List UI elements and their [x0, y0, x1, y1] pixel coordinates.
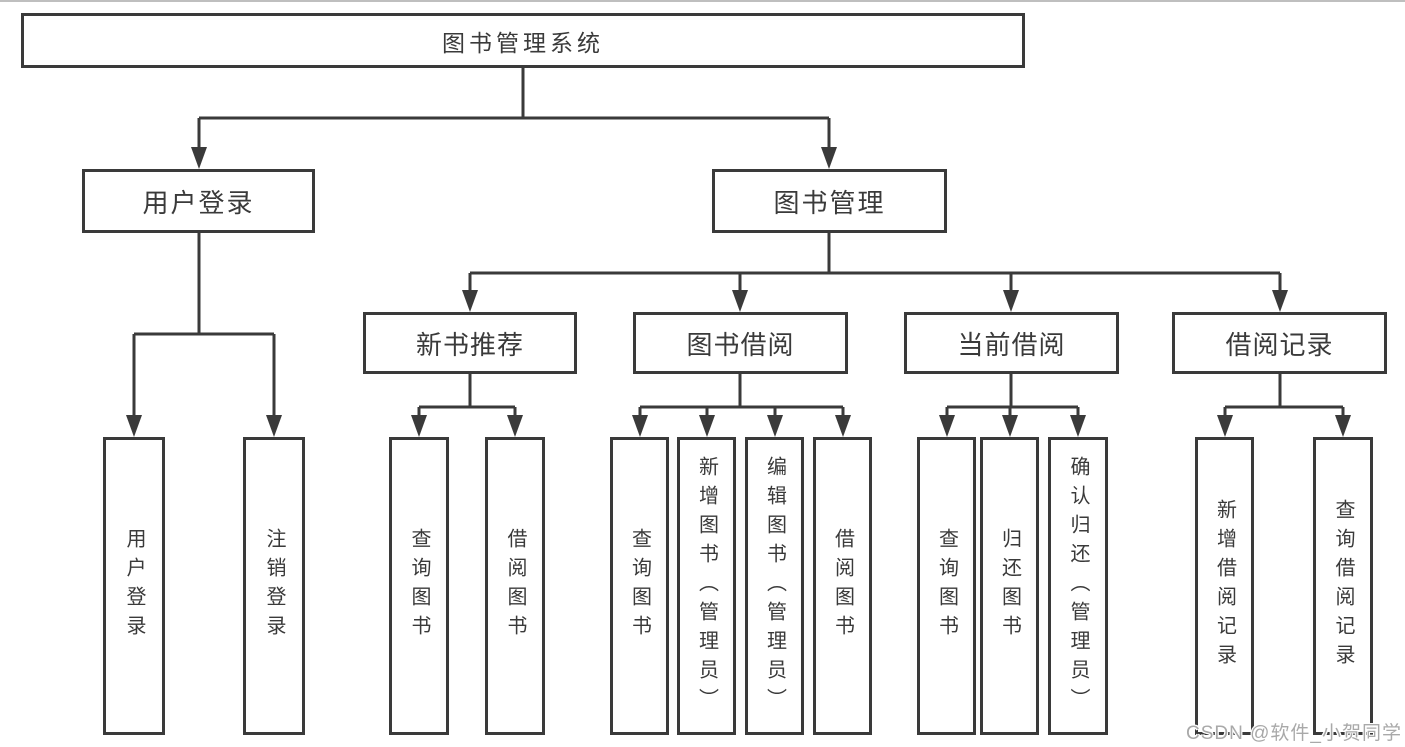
leaf-logout-login: 注销登录	[243, 437, 305, 735]
connector-new-book-to-leaves	[417, 374, 517, 421]
connector-book-management-to-level2	[468, 233, 1282, 296]
leaf-query-books-borrowing: 查询图书	[610, 437, 669, 735]
csdn-watermark: CSDN @软件_小贺同学	[1186, 723, 1402, 744]
node-book-management: 图书管理	[712, 169, 947, 233]
node-user-login: 用户登录	[82, 169, 315, 233]
connector-root-to-level1	[197, 68, 831, 152]
leaf-query-books-newbook: 查询图书	[389, 437, 449, 735]
node-library-management-system: 图书管理系统	[21, 13, 1025, 68]
leaf-add-books-admin: 新增图书（管理员）	[677, 437, 736, 735]
image-top-edge-line	[0, 0, 1405, 2]
leaf-add-borrow-record: 新增借阅记录	[1195, 437, 1254, 735]
leaf-confirm-return-admin: 确认归还（管理员）	[1048, 437, 1108, 735]
leaf-edit-books-admin: 编辑图书（管理员）	[745, 437, 804, 735]
node-borrowing-records: 借阅记录	[1172, 312, 1387, 374]
leaf-borrow-books-newbook: 借阅图书	[485, 437, 545, 735]
connector-borrow-records-to-leaves	[1223, 374, 1345, 421]
node-current-borrowing: 当前借阅	[904, 312, 1119, 374]
connector-user-login-to-leaves	[132, 233, 276, 421]
leaf-query-books-current: 查询图书	[917, 437, 976, 735]
arrowheads	[126, 147, 1351, 437]
node-new-book-recommendation: 新书推荐	[363, 312, 577, 374]
leaf-return-books: 归还图书	[980, 437, 1039, 735]
connector-book-borrow-to-leaves	[638, 374, 845, 421]
leaf-borrow-books-borrowing: 借阅图书	[813, 437, 872, 735]
node-book-borrowing: 图书借阅	[633, 312, 848, 374]
connector-current-borrow-to-leaves	[945, 374, 1080, 421]
leaf-query-borrow-record: 查询借阅记录	[1313, 437, 1373, 735]
leaf-user-login: 用户登录	[103, 437, 165, 735]
